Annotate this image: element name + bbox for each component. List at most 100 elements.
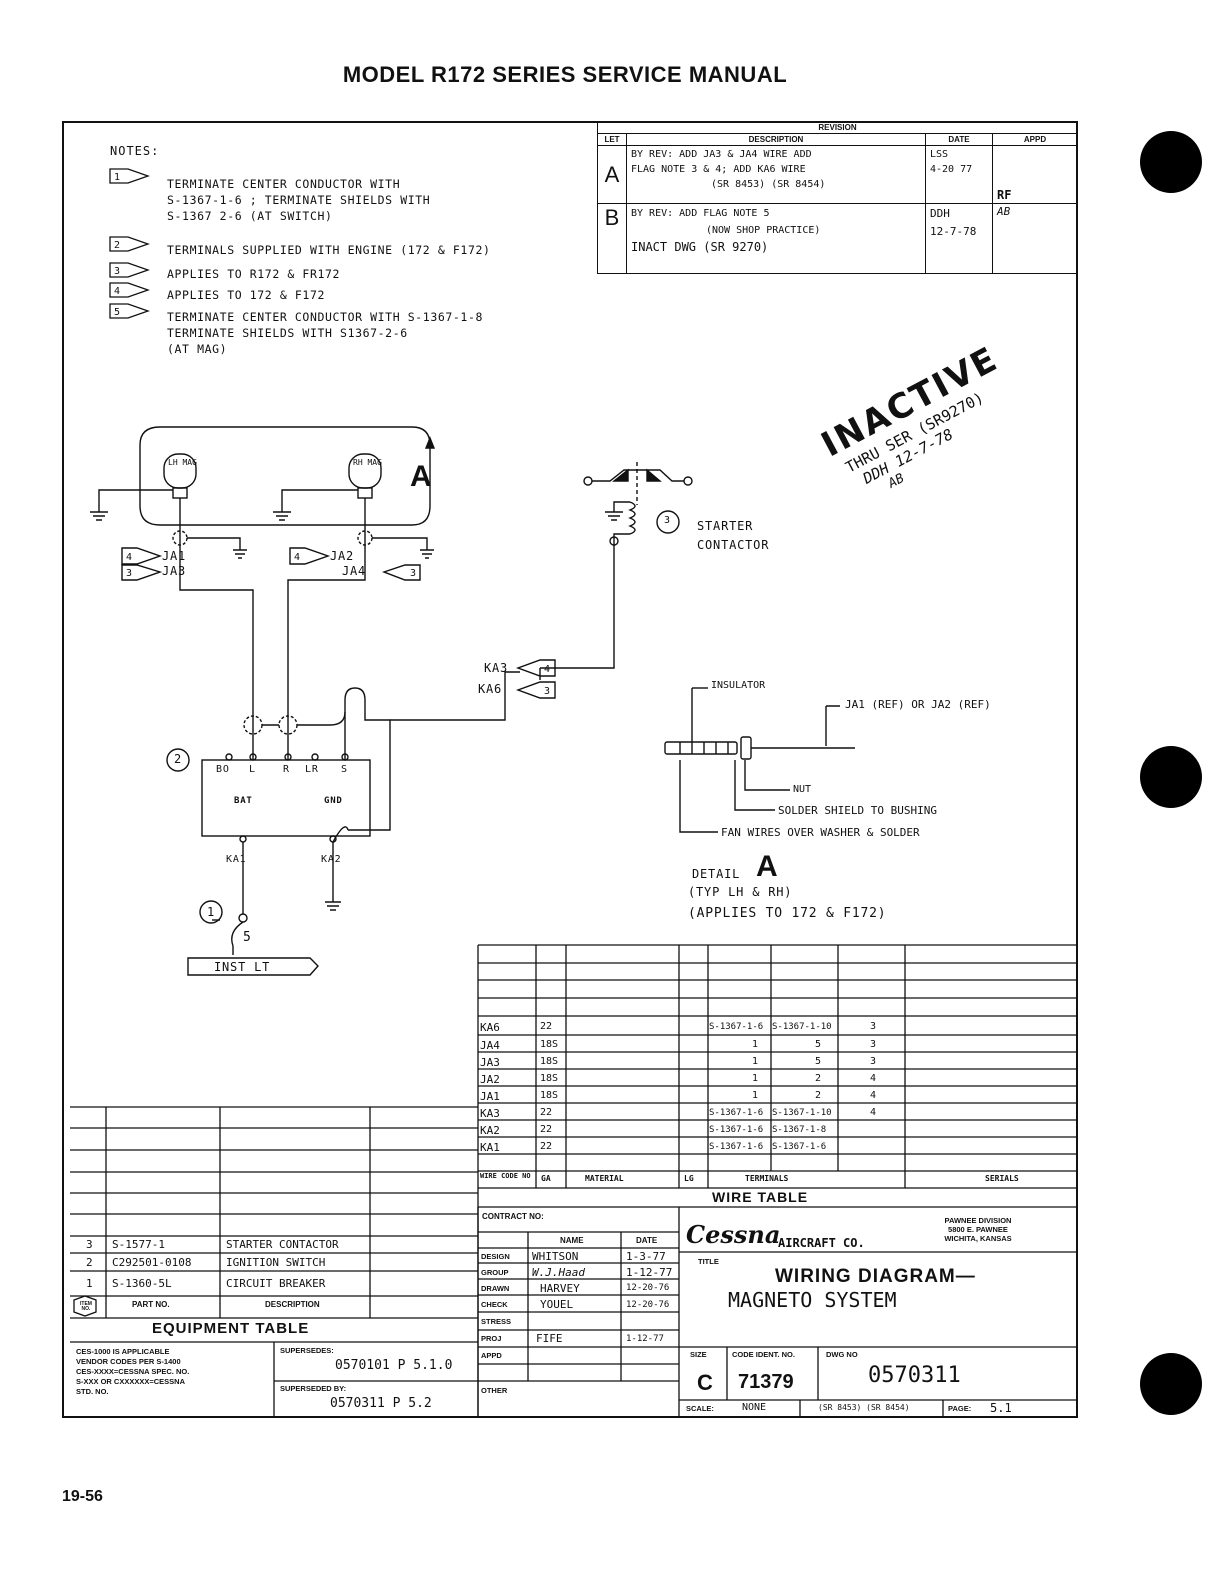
- wire-terminal-1: S-1367-1-6: [709, 1125, 764, 1135]
- rev-b-desc-2: (NOW SHOP PRACTICE): [706, 225, 821, 236]
- svg-text:3: 3: [410, 568, 416, 579]
- contract-label: CONTRACT NO:: [482, 1212, 544, 1221]
- ka6-label: KA6: [478, 682, 503, 696]
- wire-terminal-1: S-1367-1-6: [709, 1142, 764, 1152]
- switch-gnd-label: GND: [324, 796, 343, 806]
- binder-hole: [1140, 746, 1202, 808]
- ces-note: CES-1000 IS APPLICABLE VENDOR CODES PER …: [76, 1347, 190, 1396]
- wire-ga: 22: [540, 1107, 553, 1118]
- role-label: PROJ: [481, 1334, 502, 1343]
- note-flag-5: 5: [114, 307, 120, 318]
- supersedes-value: 0570101 P 5.1.0: [335, 1358, 453, 1373]
- wire-flag: 3: [870, 1056, 877, 1067]
- detail-applies: (APPLIES TO 172 & F172): [688, 906, 887, 921]
- size-label: SIZE: [690, 1350, 707, 1359]
- wire-header-ga: GA: [541, 1174, 551, 1183]
- detail-letter: A: [756, 850, 779, 883]
- scale-value: NONE: [742, 1402, 767, 1413]
- wire-terminal-2: S-1367-1-10: [772, 1022, 832, 1032]
- role-label: DRAWN: [481, 1284, 510, 1293]
- role-name: W.J.Haad: [532, 1266, 585, 1279]
- wire-terminal-2: 2: [815, 1090, 822, 1101]
- rev-a-desc-1: BY REV: ADD JA3 & JA4 WIRE ADD: [631, 149, 812, 160]
- switch-term-bo: BO: [216, 764, 230, 775]
- wire-terminal-1: 1: [752, 1056, 759, 1067]
- wire-terminal-1: 1: [752, 1090, 759, 1101]
- switch-term-r: R: [283, 764, 290, 775]
- wire-header-lg: LG: [684, 1174, 694, 1183]
- role-label: CHECK: [481, 1300, 508, 1309]
- rev-a-date-initials: LSS: [930, 149, 949, 160]
- superseded-value: 0570311 P 5.2: [330, 1396, 432, 1411]
- cessna-logo: Cessna: [686, 1220, 781, 1249]
- equip-part: S-1360-5L: [112, 1277, 172, 1290]
- rev-b-appd: AB: [992, 203, 1078, 274]
- rev-b-date-initials: DDH: [930, 207, 950, 220]
- inst-lt-label: INST LT: [214, 960, 271, 974]
- role-date: 1-3-77: [626, 1250, 666, 1263]
- wire-code: JA2: [480, 1073, 500, 1086]
- role-name: WHITSON: [532, 1250, 579, 1263]
- dwg-label: DWG NO: [826, 1350, 858, 1359]
- role-label: GROUP: [481, 1268, 509, 1277]
- wire-code: JA1: [480, 1090, 500, 1103]
- rev-b-desc-1: BY REV: ADD FLAG NOTE 5: [631, 208, 770, 219]
- wire-code: KA1: [480, 1141, 500, 1154]
- ja4-label: JA4: [342, 564, 367, 578]
- wire-ga: 22: [540, 1021, 553, 1032]
- wire-ga: 18S: [540, 1039, 559, 1050]
- equip-part: S-1577-1: [112, 1238, 165, 1251]
- wire-ga: 18S: [540, 1090, 559, 1101]
- date-header: DATE: [636, 1236, 658, 1245]
- binder-hole: [1140, 1353, 1202, 1415]
- wire-terminal-2: S-1367-1-6: [772, 1142, 827, 1152]
- note-flag-1: 1: [114, 172, 120, 183]
- item-no-icon: ITEM NO.: [80, 1301, 92, 1312]
- rh-mag-label: RH MAG: [353, 458, 382, 467]
- wire-terminal-1: S-1367-1-6: [709, 1108, 764, 1118]
- detail-typ: (TYP LH & RH): [688, 885, 793, 899]
- wire-flag: 4: [870, 1107, 877, 1118]
- rev-b-date: 12-7-78: [930, 225, 977, 238]
- callout-2: 2: [174, 752, 183, 766]
- note-flag-4: 4: [114, 286, 120, 297]
- role-name: HARVEY: [540, 1282, 580, 1295]
- ja1-label: JA1: [162, 549, 187, 563]
- svg-text:4: 4: [294, 552, 300, 563]
- ka1-label: KA1: [226, 854, 247, 865]
- dwg-number: 0570311: [868, 1363, 961, 1388]
- wire-terminal-2: S-1367-1-8: [772, 1125, 827, 1135]
- svg-text:4: 4: [126, 552, 132, 563]
- binder-hole: [1140, 131, 1202, 193]
- role-label: OTHER: [481, 1386, 508, 1395]
- drawing-title-1: WIRING DIAGRAM—: [775, 1266, 976, 1287]
- note-1-line-1: TERMINATE CENTER CONDUCTOR WITH: [167, 177, 401, 191]
- code-ident-value: 71379: [738, 1371, 794, 1393]
- svg-text:3: 3: [544, 686, 550, 697]
- detail-title: DETAIL: [692, 867, 741, 881]
- wire-header-code: WIRE CODE NO: [480, 1172, 531, 1180]
- equip-desc: IGNITION SWITCH: [226, 1256, 326, 1269]
- note-5-line-3: (AT MAG): [167, 342, 228, 356]
- detail-insulator: INSULATOR: [711, 680, 766, 691]
- note-3-line-1: APPLIES TO R172 & FR172: [167, 267, 341, 281]
- detail-fan: FAN WIRES OVER WASHER & SOLDER: [721, 826, 920, 839]
- terminal-5-label: 5: [243, 930, 252, 945]
- note-1-line-3: S-1367 2-6 (AT SWITCH): [167, 209, 333, 223]
- role-name: YOUEL: [540, 1298, 574, 1311]
- wire-terminal-2: 5: [815, 1056, 822, 1067]
- wire-code: KA2: [480, 1124, 500, 1137]
- wire-ga: 18S: [540, 1073, 559, 1084]
- division-block: PAWNEE DIVISION 5800 E. PAWNEE WICHITA, …: [944, 1216, 1012, 1243]
- ja3-label: JA3: [162, 564, 187, 578]
- ja2-label: JA2: [330, 549, 355, 563]
- supersedes-label: SUPERSEDES:: [280, 1346, 334, 1355]
- wire-flag: 4: [870, 1090, 877, 1101]
- wire-flag: 3: [870, 1021, 877, 1032]
- wire-header-terminals: TERMINALS: [745, 1174, 789, 1183]
- superseded-label: SUPERSEDED BY:: [280, 1384, 347, 1393]
- svg-text:4: 4: [544, 664, 550, 675]
